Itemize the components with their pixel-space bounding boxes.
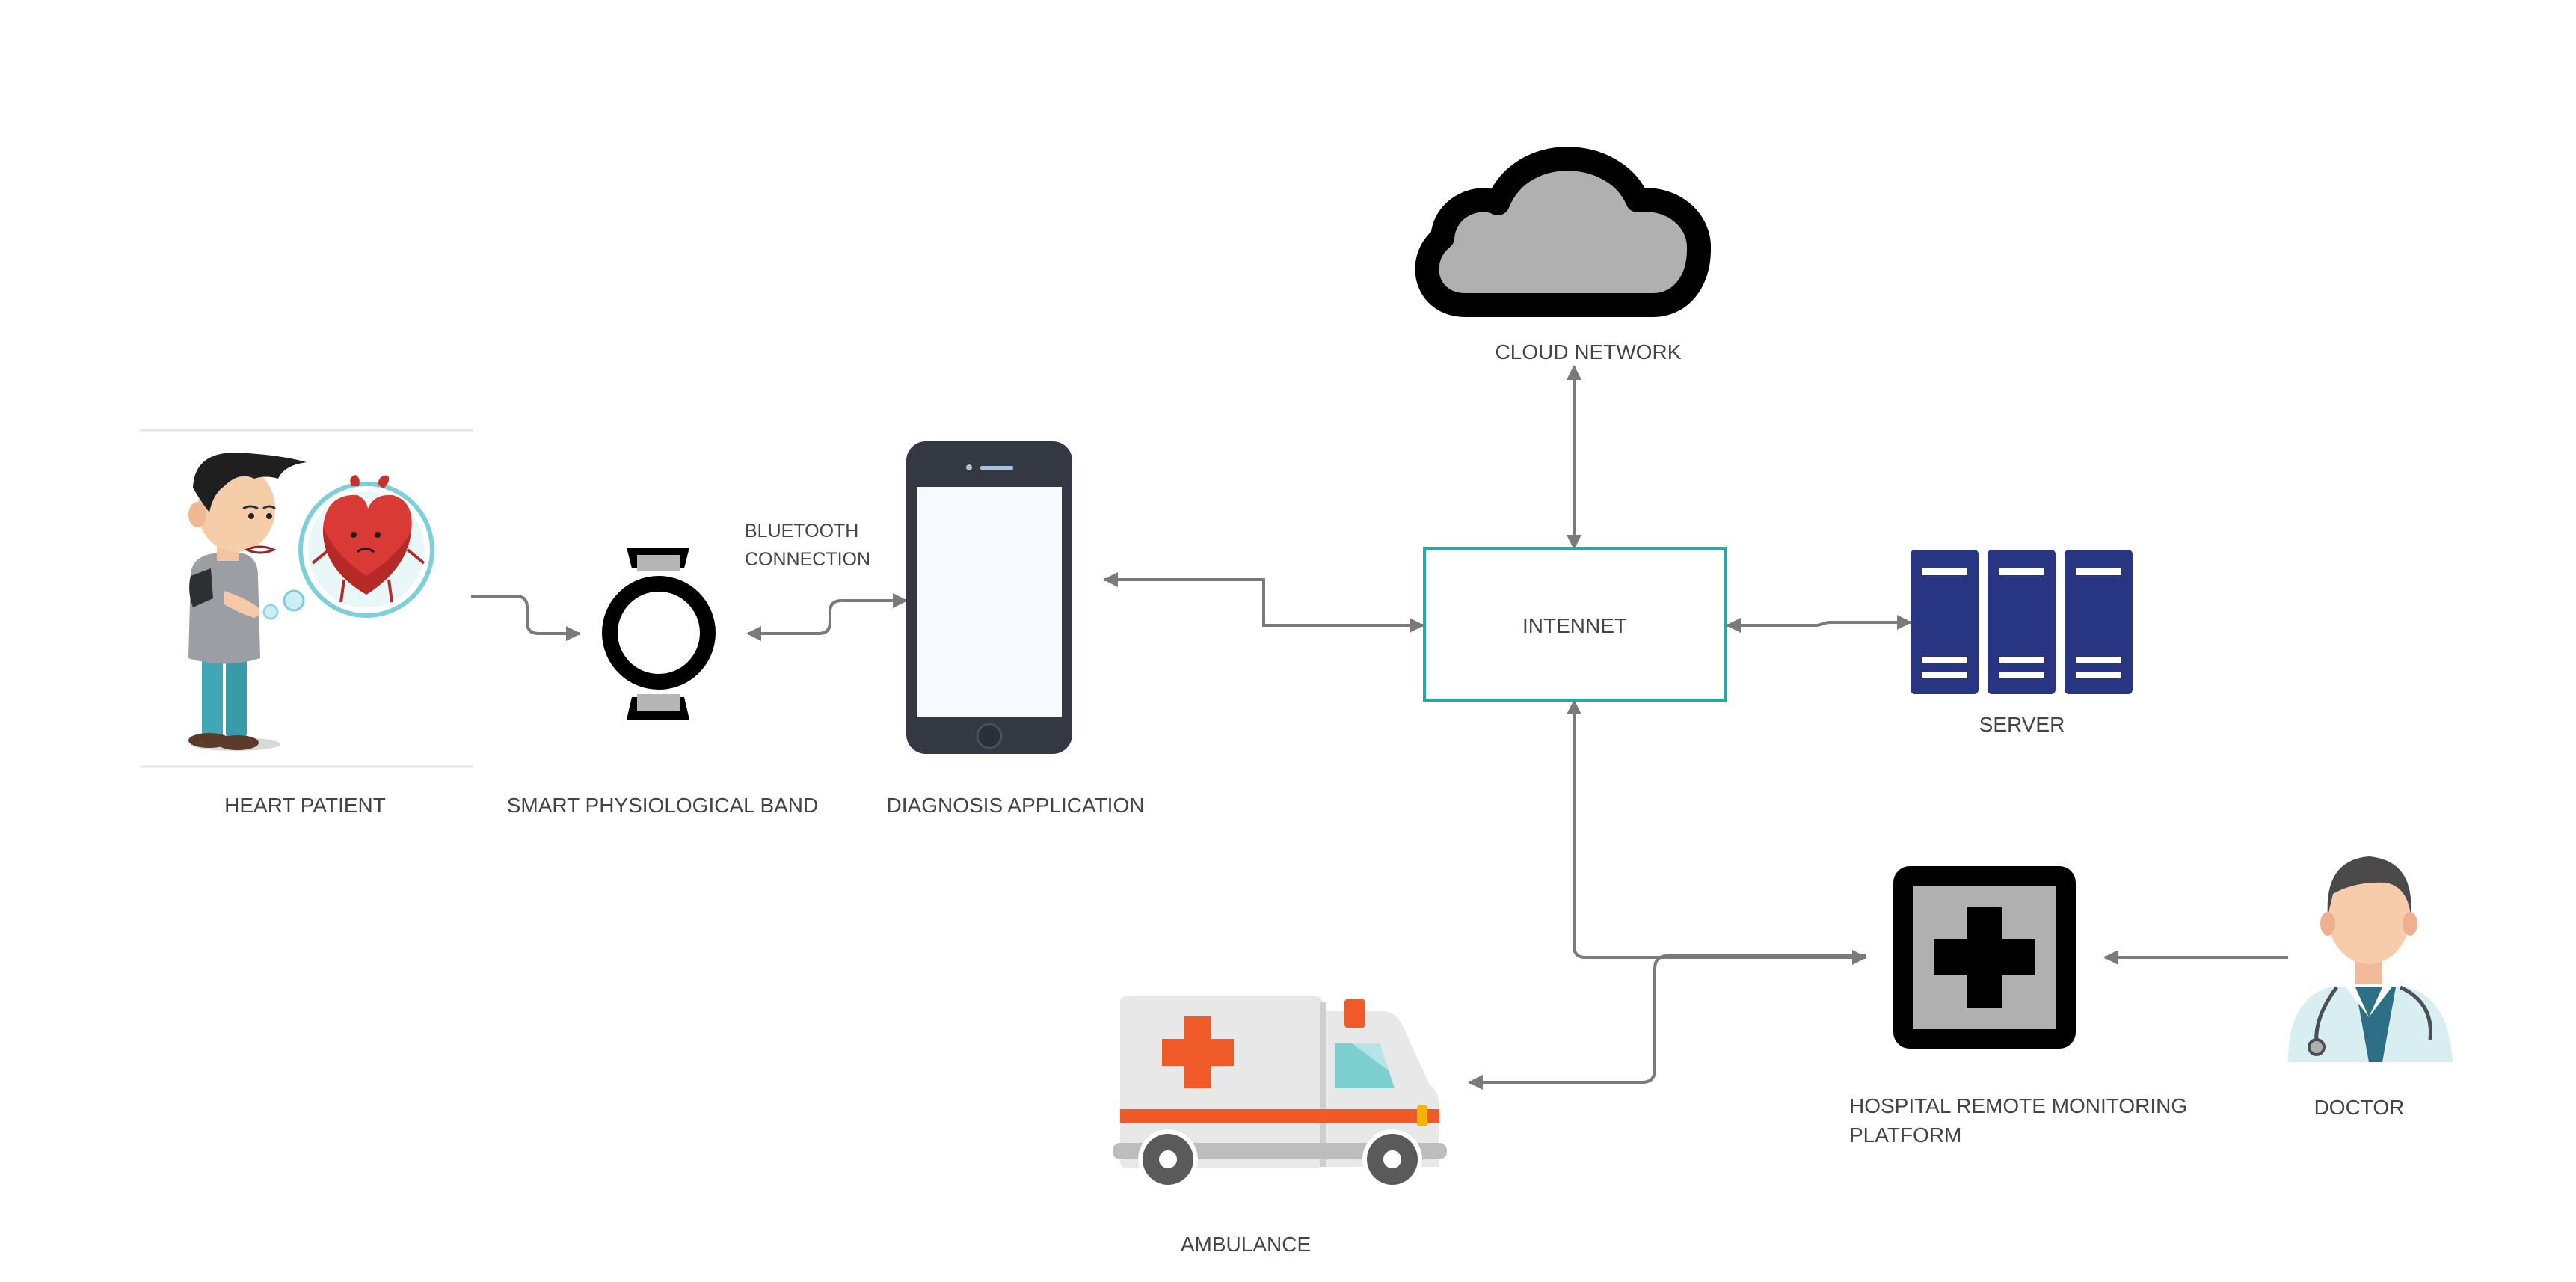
diagnosis-app-label: DIAGNOSIS APPLICATION: [886, 794, 1145, 817]
connector-hospital-ambulance: [1468, 954, 1866, 1090]
internet-label: INTENNET: [1522, 614, 1627, 637]
ambulance-label: AMBULANCE: [1180, 1233, 1312, 1256]
smart-band-label: SMART PHYSIOLOGICAL BAND: [506, 794, 819, 817]
hospital-label-line2: PLATFORM: [1849, 1123, 1962, 1147]
connector-band-app: [746, 593, 908, 641]
connector-app-internet: [1103, 572, 1424, 633]
doctor-illustration: [2288, 856, 2453, 1062]
smartphone-icon: [906, 441, 1072, 754]
bluetooth-label-line1: BLUETOOTH: [745, 521, 859, 542]
hospital-cross-icon: [1893, 866, 2076, 1049]
connector-internet-hospital: [1567, 699, 1867, 965]
connector-internet-server: [1726, 615, 1912, 633]
connector-patient-band: [471, 595, 581, 641]
ambulance-illustration: [1113, 996, 1447, 1189]
bluetooth-label-line2: CONNECTION: [745, 549, 871, 570]
cloud-network-label: CLOUD NETWORK: [1495, 340, 1682, 364]
cloud-icon: [1415, 147, 1711, 317]
connectors: [471, 365, 2288, 1090]
internet-box: INTENNET: [1423, 547, 1727, 702]
heart-patient-illustration: [140, 429, 473, 768]
server-label: SERVER: [1979, 713, 2065, 736]
server-icon: [1911, 550, 2133, 694]
doctor-label: DOCTOR: [2314, 1096, 2405, 1119]
watch-icon: [602, 548, 716, 720]
hospital-label-line1: HOSPITAL REMOTE MONITORING: [1849, 1094, 2188, 1117]
heart-patient-label: HEART PATIENT: [224, 794, 386, 817]
